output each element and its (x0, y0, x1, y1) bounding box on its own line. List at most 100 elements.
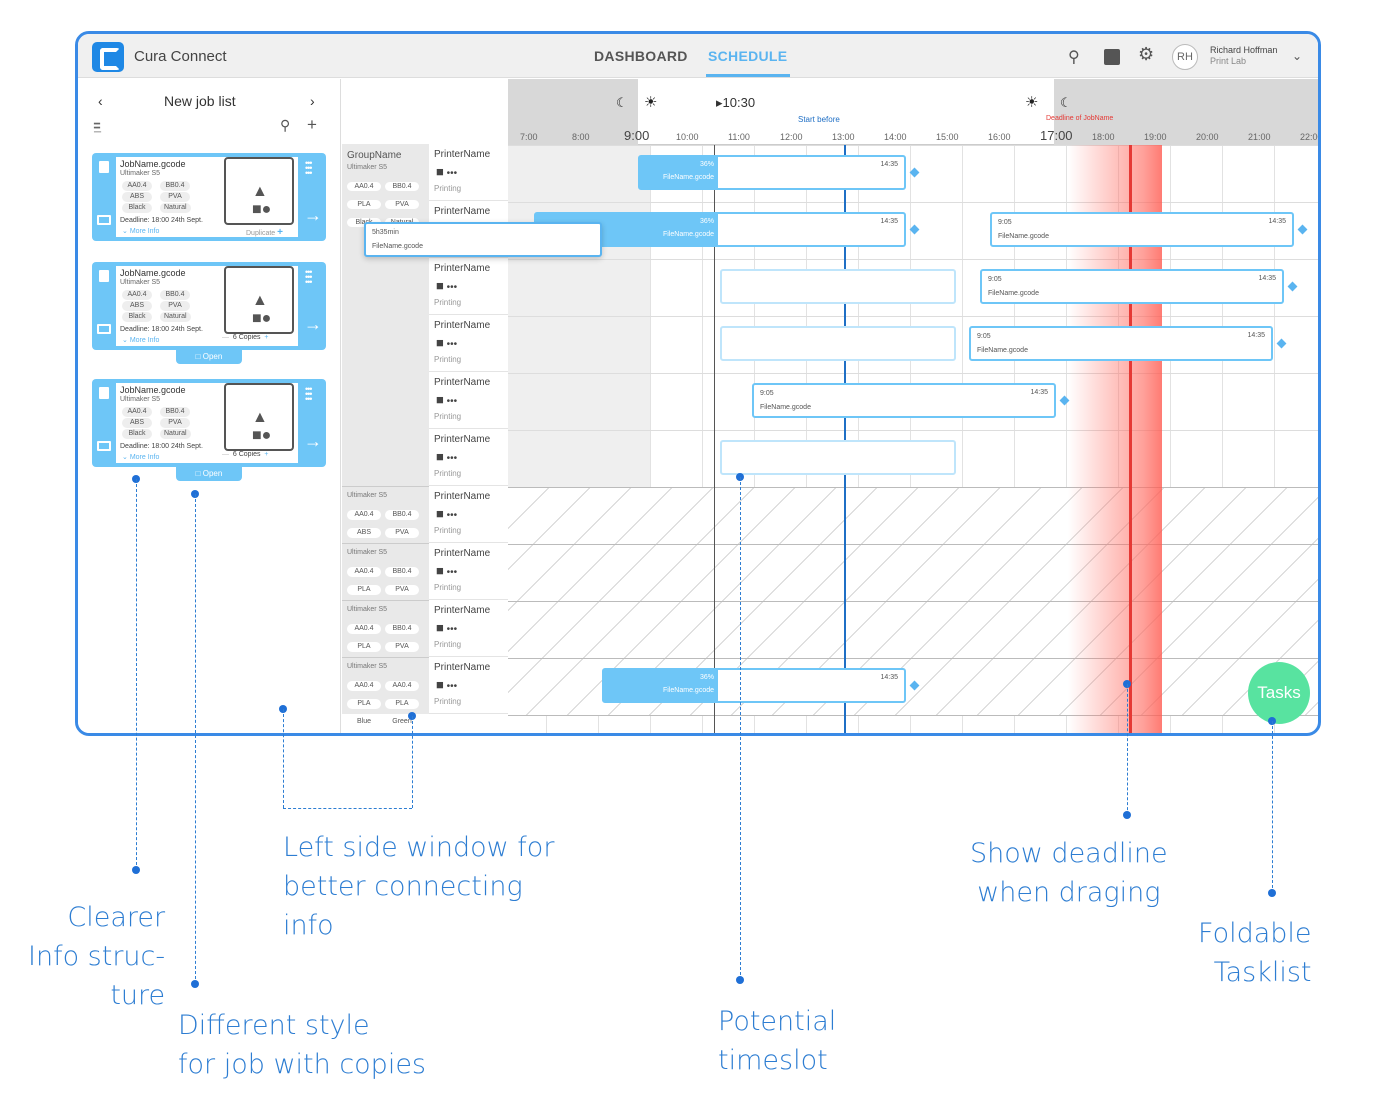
shapes-icon: ▲■● (252, 292, 272, 327)
shapes-icon: ▲■● (252, 183, 272, 218)
row-divider (508, 715, 1318, 716)
material-pill: AA0.4 (385, 681, 419, 691)
material-pill: Blue (347, 717, 381, 727)
chevron-left-icon[interactable]: ‹ (98, 93, 103, 109)
printer-row[interactable]: PrinterName■ •••Printing (429, 429, 508, 486)
printer-row[interactable]: PrinterName■ •••Printing (429, 600, 508, 657)
trash-icon[interactable] (99, 161, 109, 173)
job-deadline: Deadline: 18:00 24th Sept. (120, 326, 203, 333)
printer-row[interactable]: PrinterName■ •••Printing (429, 372, 508, 429)
gear-icon[interactable]: ⚙ (1138, 44, 1155, 64)
camera-icon[interactable]: ■ ••• (436, 620, 458, 635)
chart-icon[interactable] (1104, 49, 1120, 65)
add-icon[interactable]: + (307, 115, 317, 134)
potential-timeslot[interactable] (720, 326, 956, 361)
material-pill: Natural (160, 203, 191, 213)
annotation-clearer: Clearer Info struc- ture (28, 902, 166, 1011)
annotation-leader (283, 709, 284, 808)
annotation-leader (136, 479, 137, 870)
camera-icon[interactable]: ■ ••• (436, 278, 458, 293)
drag-handle-icon[interactable]: ••••••••• (305, 384, 313, 404)
open-copies-tab[interactable]: □ Open (176, 467, 242, 481)
more-info-link[interactable]: ⌄ More Info (122, 228, 160, 235)
camera-icon[interactable]: ■ ••• (436, 449, 458, 464)
drag-handle-icon[interactable]: ••••••••• (305, 267, 313, 287)
arrow-right-icon[interactable]: → (304, 205, 322, 225)
camera-icon[interactable]: ■ ••• (436, 164, 458, 179)
copies-stepper[interactable]: — 6 Copies + (222, 451, 269, 458)
more-info-link[interactable]: ⌄ More Info (122, 337, 160, 344)
printer-status: Printing (434, 355, 462, 364)
printer-name: PrinterName (434, 377, 491, 388)
drag-handle-icon[interactable]: ••••••••• (305, 158, 313, 178)
copies-stepper[interactable]: — 6 Copies + (222, 334, 269, 341)
annotation-leader (412, 716, 413, 808)
material-pill: AA0.4 (122, 407, 152, 417)
hour-gridline (1014, 145, 1015, 733)
potential-timeslot[interactable] (720, 269, 956, 304)
chevron-right-icon[interactable]: › (310, 93, 315, 109)
printer-row[interactable]: PrinterName■ •••Printing (429, 315, 508, 372)
camera-icon[interactable]: ■ ••• (436, 563, 458, 578)
printer-status: Printing (434, 526, 462, 535)
printer-row[interactable]: PrinterName■ •••Printing (429, 657, 508, 714)
material-pill: ABS (347, 528, 381, 538)
printer-row[interactable]: PrinterName■ •••Printing (429, 486, 508, 543)
mail-icon[interactable] (97, 215, 111, 225)
printer-name: PrinterName (434, 548, 491, 559)
tab-schedule[interactable]: SCHEDULE (708, 48, 788, 64)
tab-dashboard[interactable]: DASHBOARD (594, 48, 688, 64)
hour-label: 7:00 (520, 132, 538, 142)
search-icon[interactable]: ⚲ (280, 117, 291, 133)
app-title: Cura Connect (134, 48, 227, 65)
camera-icon[interactable]: ■ ••• (436, 335, 458, 350)
arrow-right-icon[interactable]: → (304, 314, 322, 334)
printer-name: PrinterName (434, 206, 491, 217)
avatar[interactable]: RH (1172, 44, 1198, 70)
camera-icon[interactable]: ■ ••• (436, 677, 458, 692)
search-icon[interactable]: ⚲ (1068, 49, 1080, 66)
duplicate-button[interactable]: Duplicate + (246, 227, 283, 238)
arrow-right-icon[interactable]: → (304, 431, 322, 451)
tasks-button[interactable]: Tasks (1248, 662, 1310, 724)
material-pill: AA0.4 (122, 181, 152, 191)
potential-timeslot[interactable] (720, 440, 956, 475)
mail-icon[interactable] (97, 324, 111, 334)
trash-icon[interactable] (99, 270, 109, 282)
sort-icon[interactable]: ━━─ (94, 119, 102, 138)
printer-name: PrinterName (434, 434, 491, 445)
material-pill: ABS (122, 418, 152, 428)
trash-icon[interactable] (99, 387, 109, 399)
deadline-highlight (1068, 79, 1162, 733)
hour-label: 12:00 (780, 132, 803, 142)
hour-label: 14:00 (884, 132, 907, 142)
mail-icon[interactable] (97, 441, 111, 451)
printer-row[interactable]: PrinterName■ •••Printing (429, 543, 508, 600)
camera-icon[interactable]: ■ ••• (436, 506, 458, 521)
printer-row[interactable]: PrinterName■ •••Printing (429, 144, 508, 201)
camera-icon[interactable]: ■ ••• (436, 392, 458, 407)
printer-row[interactable]: PrinterName■ •••Printing (429, 258, 508, 315)
job-name: JobName.gcode (120, 159, 186, 169)
more-info-link[interactable]: ⌄ More Info (122, 454, 160, 461)
hour-label: 10:00 (676, 132, 699, 142)
annotation-dot (736, 976, 744, 984)
open-copies-tab[interactable]: □ Open (176, 350, 242, 364)
group-model: Ultimaker S5 (347, 606, 388, 613)
chevron-down-icon[interactable]: ⌄ (1292, 49, 1303, 63)
